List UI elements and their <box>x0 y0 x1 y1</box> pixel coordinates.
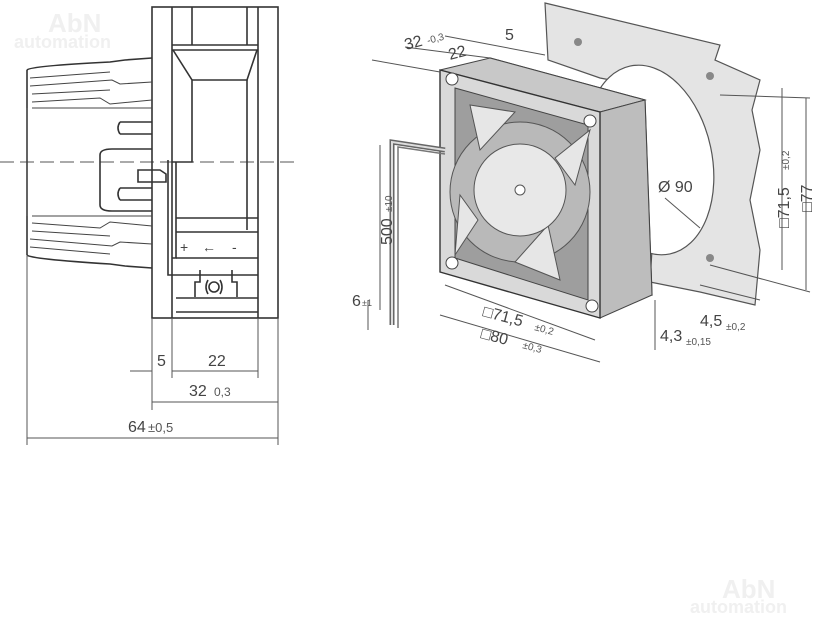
dim-side-22: 22 <box>208 353 226 370</box>
dim-iso-depth: 32 <box>403 33 425 54</box>
iso-dimension-labels: 32 -0,3 22 5 500 ±10 6 ±1 □71,5 ±0,2 □80… <box>352 27 816 356</box>
iso-view: 32 -0,3 22 5 500 ±10 6 ±1 □71,5 ±0,2 □80… <box>352 2 816 363</box>
dim-panel-hole: 4,5 <box>700 313 722 330</box>
dim-panel-pitch-tol: ±0,2 <box>781 150 792 170</box>
dim-iso-22: 22 <box>447 43 469 64</box>
dim-panel-hole-tol: ±0,2 <box>726 322 746 333</box>
dim-hole-pitch-tol: ±0,2 <box>533 322 555 338</box>
svg-text:AbN: AbN <box>48 8 101 38</box>
dim-panel-size: □77 <box>799 184 816 212</box>
dim-iso-depth-tol: -0,3 <box>426 32 446 47</box>
polarity-plus: + <box>180 239 188 255</box>
fan-blades <box>454 104 591 281</box>
dim-side-64: 64 <box>128 419 146 436</box>
lead-wires <box>389 139 446 328</box>
side-view: + ← - 5 22 32 0,3 64 ±0,5 <box>0 6 295 445</box>
polarity-minus: - <box>232 239 237 255</box>
dim-side-5: 5 <box>157 353 166 370</box>
svg-text:automation: automation <box>14 32 111 52</box>
dim-cable-length: 500 <box>379 218 396 245</box>
svg-text:automation: automation <box>690 597 787 617</box>
dim-cable-tol: ±10 <box>384 195 395 212</box>
dim-hole-dia: 4,3 <box>660 328 682 345</box>
watermark-bottom: AbN automation <box>690 574 787 617</box>
rotor-side <box>26 57 167 269</box>
dim-cutout: Ø 90 <box>658 179 693 196</box>
dim-frame-tol: ±0,3 <box>521 340 543 356</box>
dim-side-32-tol: 0,3 <box>214 385 231 399</box>
dim-panel-pitch: □71,5 <box>776 187 793 228</box>
dim-strip: 6 <box>352 293 361 310</box>
dim-side-64-tol: ±0,5 <box>148 420 173 435</box>
dim-strip-tol: ±1 <box>362 298 372 308</box>
dim-frame-size: □80 <box>479 325 510 349</box>
svg-text:AbN: AbN <box>722 574 775 604</box>
dim-iso-5: 5 <box>505 27 514 44</box>
fan-frame-side <box>151 6 279 319</box>
dim-hole-dia-tol: ±0,15 <box>686 337 711 348</box>
watermark-top: AbN automation <box>14 8 111 52</box>
polarity-arrow: ← <box>202 239 216 255</box>
dim-side-32: 32 <box>189 383 207 400</box>
